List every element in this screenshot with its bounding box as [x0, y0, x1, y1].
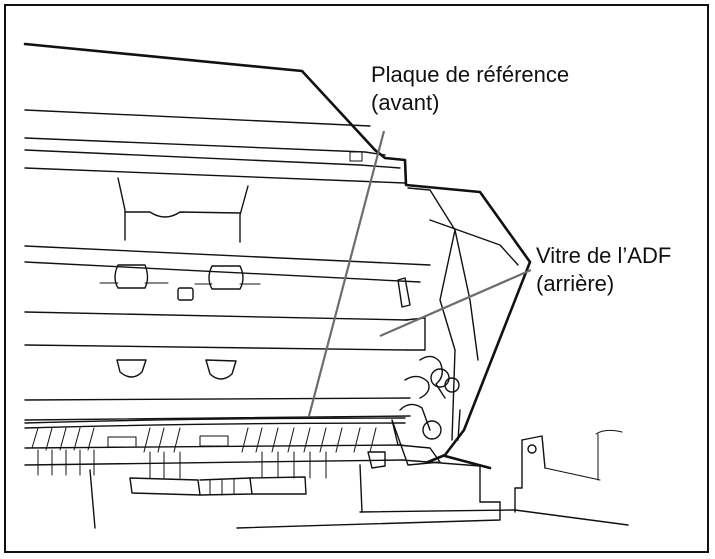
figure-border — [4, 4, 709, 553]
cover-side-panel-top — [429, 219, 519, 266]
gear-3 — [422, 420, 442, 440]
spring-2 — [404, 375, 430, 399]
guide-notch — [124, 211, 241, 218]
reference-plate-label: Plaque de référence (avant) — [371, 61, 569, 117]
roller-2 — [208, 265, 244, 290]
guide-right — [239, 185, 249, 243]
layer-8 — [24, 344, 409, 351]
comb-block-2 — [199, 435, 229, 447]
roller-1 — [114, 264, 149, 289]
right-bracket-top — [521, 435, 546, 469]
comb-block-1 — [107, 436, 137, 448]
bracket — [391, 419, 441, 466]
bracket-shelf — [544, 467, 601, 481]
layer-9 — [24, 397, 411, 401]
layer-10 — [24, 415, 411, 421]
cover-right-outline — [373, 148, 532, 464]
center-sensor — [177, 287, 194, 301]
latch — [397, 277, 411, 308]
gear-2 — [444, 377, 460, 393]
guide-left — [117, 177, 126, 241]
base-slot-2 — [199, 477, 253, 496]
cover-side-inner — [407, 187, 456, 441]
base-ribs — [209, 478, 235, 496]
comb-teeth — [31, 427, 377, 453]
base-bottom-1 — [236, 501, 501, 529]
base-line-1 — [24, 459, 403, 466]
layer-7 — [24, 311, 409, 321]
layer-4 — [24, 167, 406, 184]
gear-1 — [430, 368, 450, 388]
base-left-edge — [89, 469, 96, 529]
right-bracket-edge — [514, 439, 523, 513]
reference-strip-bottom — [24, 422, 406, 429]
reference-strip-top — [24, 417, 406, 424]
reference-plate-label-line2: (avant) — [371, 90, 440, 115]
base-mid-edge — [359, 464, 363, 513]
reference-plate-label-line1: Plaque de référence — [371, 62, 570, 87]
adf-glass-label-line2: (arrière) — [536, 271, 615, 296]
right-fragment — [595, 429, 623, 435]
layer-1 — [24, 109, 371, 127]
adf-glass-label-line1: Vitre de l’ADF — [536, 243, 672, 268]
base-slot-1 — [129, 477, 201, 496]
roller-4 — [205, 359, 237, 380]
cover-top-edge — [23, 42, 377, 152]
spring-3 — [399, 403, 431, 431]
cover-side-panel-edge — [454, 229, 479, 361]
adf-glass-block — [404, 317, 426, 351]
roller-3 — [116, 359, 147, 378]
cover-foot — [443, 454, 492, 470]
layer-3 — [24, 149, 401, 169]
adf-glass-label: Vitre de l’ADF (arrière) — [536, 242, 671, 298]
leader-adf-glass — [379, 268, 532, 338]
spring-1 — [419, 355, 446, 399]
base-slot-3 — [249, 476, 307, 495]
side-pin — [457, 409, 461, 441]
small-clip — [367, 451, 386, 469]
layer-5 — [24, 245, 431, 266]
small-tab — [349, 151, 363, 162]
leader-reference-plate — [307, 130, 386, 417]
roller-axles-upper — [99, 282, 261, 285]
layer-6 — [24, 261, 421, 283]
comb-pins — [37, 449, 327, 479]
bracket-hole — [527, 444, 537, 454]
